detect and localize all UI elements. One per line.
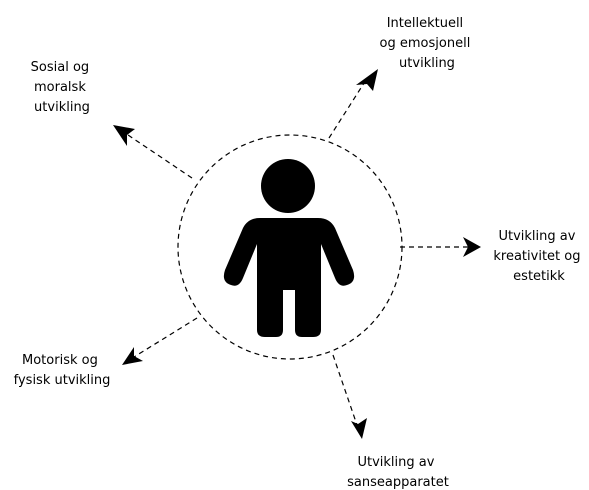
arrow-heads (113, 69, 481, 439)
arrowhead-motor-icon (122, 347, 143, 365)
arrowhead-social-icon (113, 125, 135, 146)
arrow-line-motor (133, 317, 198, 358)
arrowhead-intellectual-icon (356, 69, 378, 91)
arrowhead-creativity-icon (463, 237, 481, 257)
label-motor-physical: Motorisk og fysisk utvikling (14, 353, 111, 388)
label-intellectual-emotional: Intellektuell og emosjonell utvikling (380, 16, 475, 71)
arrow-line-social (127, 134, 193, 179)
label-social-moral: Sosial og moralsk utvikling (31, 60, 94, 115)
arrow-line-sensory (332, 354, 358, 426)
child-person-icon (223, 159, 355, 337)
label-creativity-aesthetics: Utvikling av kreativitet og estetikk (493, 229, 584, 284)
arrowhead-sensory-icon (351, 418, 367, 439)
arrow-line-intellectual (328, 79, 367, 139)
arrow-lines (127, 79, 468, 426)
label-sensory: Utvikling av sanseapparatet (347, 455, 449, 490)
